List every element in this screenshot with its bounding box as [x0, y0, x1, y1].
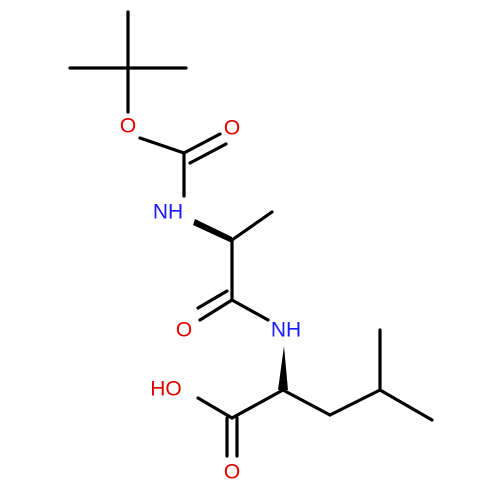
tert-butyl-group	[68, 10, 188, 114]
alanine-residue	[193, 210, 274, 322]
bond-amide-c-n	[230, 298, 270, 322]
atom-o-ether: O	[120, 115, 136, 138]
bond-acid-c-oh	[196, 396, 234, 420]
atom-nh-amide: NH	[271, 319, 301, 342]
bond-leu-methyl-right	[378, 388, 434, 422]
bond-carbonyl-c-o-2	[188, 142, 228, 165]
bond-carbonyl-c-o-1	[182, 132, 222, 155]
bond-leu-ch	[328, 388, 382, 417]
wedge-bond-ala	[193, 219, 232, 243]
atom-labels: O O NH O NH HO O	[120, 115, 301, 484]
bond-leu-ch2	[281, 388, 332, 417]
atom-oh-acid: HO	[150, 378, 182, 401]
wedge-bond-leu	[278, 346, 288, 390]
atom-o-carbonyl-top: O	[224, 117, 240, 140]
atom-o-amide: O	[176, 319, 192, 342]
bond-c-o-ether	[138, 136, 186, 155]
bond-ala-methyl	[230, 210, 274, 242]
bond-amide-c-o-1	[198, 298, 234, 322]
atom-nh-boc: NH	[153, 201, 183, 224]
bond-amide-c-o-2	[196, 289, 229, 310]
atom-o-acid: O	[224, 461, 240, 484]
leucine-residue	[196, 328, 434, 458]
boc-carbamate-group	[138, 132, 228, 198]
bond-leu-carboxyl-c	[230, 388, 285, 420]
